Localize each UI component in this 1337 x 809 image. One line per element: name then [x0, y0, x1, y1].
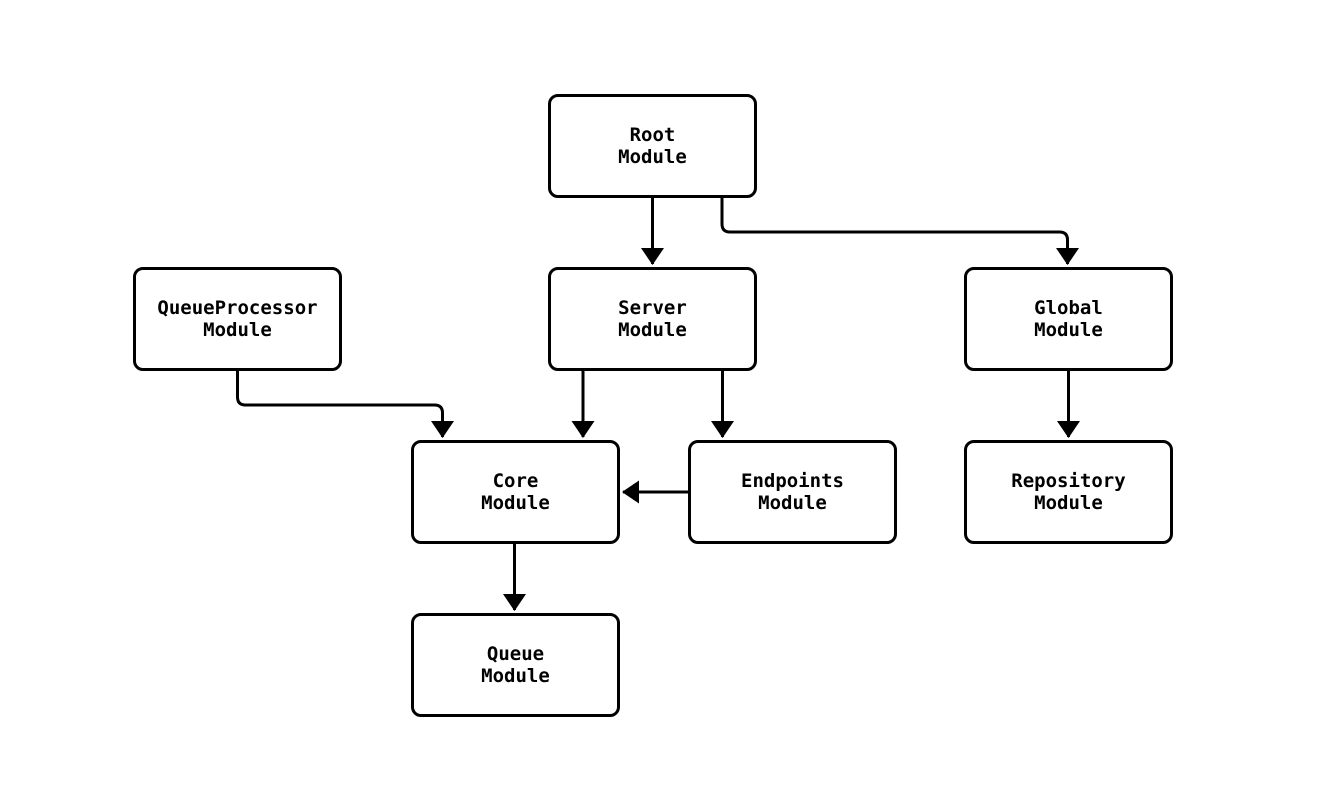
node-queueprocessor-module-label: QueueProcessor Module — [157, 297, 318, 341]
node-root-module-label: Root Module — [618, 124, 687, 168]
node-queue-module: Queue Module — [411, 613, 620, 717]
node-queue-module-label: Queue Module — [481, 643, 550, 687]
node-repository-module-label: Repository Module — [1011, 470, 1126, 514]
node-server-module: Server Module — [548, 267, 757, 371]
node-global-module-label: Global Module — [1034, 297, 1103, 341]
node-repository-module: Repository Module — [964, 440, 1173, 544]
node-endpoints-module-label: Endpoints Module — [741, 470, 844, 514]
node-core-module: Core Module — [411, 440, 620, 544]
node-root-module: Root Module — [548, 94, 757, 198]
edge-root-to-global-arrow — [720, 198, 1079, 265]
node-global-module: Global Module — [964, 267, 1173, 371]
node-server-module-label: Server Module — [618, 297, 687, 341]
node-queueprocessor-module: QueueProcessor Module — [133, 267, 342, 371]
node-endpoints-module: Endpoints Module — [688, 440, 897, 544]
node-core-module-label: Core Module — [481, 470, 550, 514]
edge-queueprocessor-to-core-arrow — [236, 371, 454, 438]
